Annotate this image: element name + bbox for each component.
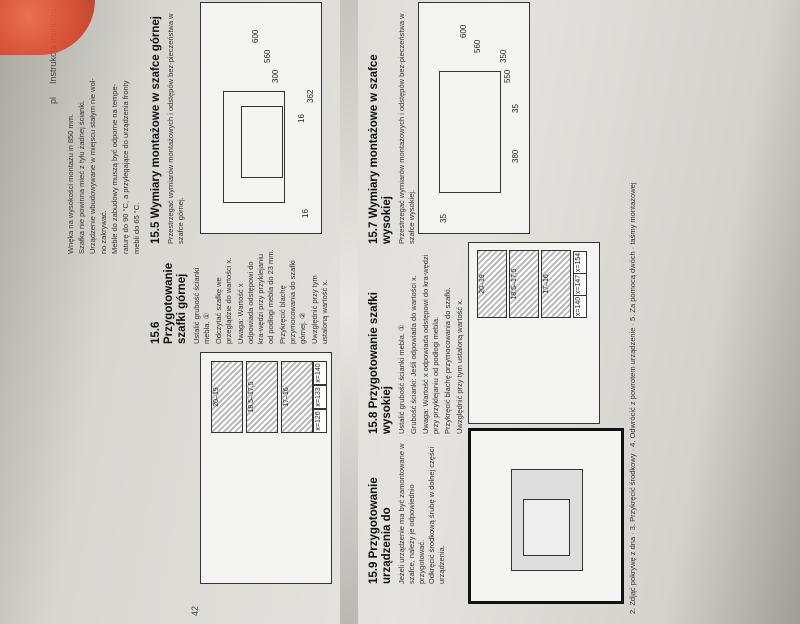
header-lang: pl — [48, 96, 58, 104]
cell-text: 18,5–17,5 — [248, 381, 255, 413]
prepare-upper-figure: 20–19 18,5–17,5 17–16 x=126 x=133 x=140 — [200, 352, 332, 584]
dim-label: 16 — [297, 114, 306, 123]
dim-label: 380 — [511, 149, 520, 163]
tall-cabinet-figure: 600 560 35 35 350 550 380 — [418, 2, 530, 234]
microwave-figure — [468, 428, 624, 604]
step-text: Przykręcić blachę przymocowania do szafk… — [278, 260, 307, 344]
dim-label: 350 — [499, 49, 508, 63]
section-15-6: 15.6 Przygotowanie szafki górnej Ustalić… — [150, 249, 332, 344]
section-15-7: 15.7 Wymiary montażowe w szafce wysokiej… — [368, 4, 417, 244]
section-title: 15.5 Wymiary montażowe w szafce górnej — [150, 16, 162, 244]
step-text: Uwzględnić przy tym ustaloną wartość x. — [455, 298, 464, 434]
bullet-text: Urządzenie wbudowywane w miejscu stałym … — [88, 78, 97, 254]
step-text: Odkręcić środkową śrubę w dolnej części … — [427, 446, 446, 584]
table-cell: x=140 — [313, 361, 327, 385]
table-cell: 18,5–17,5 — [509, 250, 539, 318]
section-title: 15.7 Wymiary montażowe w szafce wysokiej — [368, 54, 393, 244]
table-cell: x=147 — [573, 273, 587, 296]
table-cell: 17–16 — [281, 361, 313, 433]
bullet-text: raturę do 90 °C, a przylegające do urząd… — [121, 80, 130, 254]
section-15-9: 15.9 Przygotowanie urządzenia do Jeżeli … — [368, 439, 449, 585]
section-title: 15.8 Przygotowanie szafki wysokiej — [368, 292, 393, 434]
cell-text: 17–16 — [283, 387, 290, 407]
bullet-text: Meble do zabudowy muszą być odporne na t… — [110, 83, 119, 254]
cell-text: 20–19 — [479, 274, 486, 294]
dim-label: 600 — [251, 29, 260, 43]
step-text: Uwzględnić przy tym ustaloną wartość x. — [310, 275, 329, 344]
cell-text: x=147 — [575, 274, 582, 295]
booklet-spread: 42 pl Instrukcja montażu Wnęka na wysoko… — [40, 0, 800, 624]
step-text: Ustalić grubość ścianki mebla. ① — [397, 324, 406, 434]
dim-label: 560 — [473, 39, 482, 53]
dim-label: 600 — [459, 24, 468, 38]
section-title: 15.6 Przygotowanie szafki górnej — [150, 262, 188, 344]
section-title: 15.9 Przygotowanie urządzenia do — [368, 477, 393, 584]
table-cell: 17–16 — [541, 250, 571, 318]
step-text: Ustalić grubość ścianki mebla. ① — [192, 267, 211, 344]
dim-label: 362 — [306, 89, 315, 103]
dim-label: 300 — [271, 69, 280, 83]
microwave-door — [523, 499, 570, 556]
cell-text: x=133 — [315, 387, 322, 407]
cell-text: x=126 — [315, 411, 322, 431]
book-fold — [340, 0, 358, 624]
section-15-5: 15.5 Wymiary montażowe w szafce górnej P… — [150, 4, 186, 244]
step-text: Uwaga: Wartość x odpowiada odstępowi do … — [236, 249, 275, 344]
step-text: 4. Odwrócić z powrotem urządzenie — [628, 327, 637, 447]
step-text: 3. Przykręcić środkowy — [628, 453, 637, 531]
table-cell: x=133 — [313, 385, 327, 409]
cell-text: 17–16 — [543, 274, 550, 294]
dim-label: 16 — [301, 209, 310, 218]
left-page: 42 pl Instrukcja montażu Wnęka na wysoko… — [40, 0, 340, 624]
page-number: 42 — [190, 605, 200, 616]
dim-label: 35 — [439, 214, 448, 223]
bullet-text: Szafka nie powinna mieć z tyłu żadnej śc… — [77, 100, 86, 254]
cell-text: 20–19 — [213, 387, 220, 407]
dim-label: 35 — [511, 104, 520, 113]
section-15-8: 15.8 Przygotowanie szafki wysokiej Ustal… — [368, 244, 467, 434]
right-page: 15.7 Wymiary montażowe w szafce wysokiej… — [358, 0, 658, 624]
step-text: Uwaga: Wartość x odpowiada odstępowi do … — [421, 254, 440, 434]
bullet-text: no zakrywać. — [99, 210, 108, 254]
intro-bullets: Wnęka na wysokości montażu in 850 mm. Sz… — [66, 4, 143, 254]
section-text: Przestrzegać wymiarów montażowych i odst… — [166, 13, 185, 244]
section-text: Jeżeli urządzenie ma być zamontowane w s… — [397, 443, 426, 585]
step-text: 2. Zdjąć pokrywę z dna — [628, 536, 637, 614]
table-cell: x=154 — [573, 251, 587, 274]
rotated-spread: 42 pl Instrukcja montażu Wnęka na wysoko… — [40, 0, 660, 624]
right-edge-steps: 2. Zdjąć pokrywę z dna · 3. Przykręcić ś… — [628, 182, 637, 614]
step-text: 5. Za pomocą dwóch — [628, 251, 637, 321]
upper-cabinet-figure: 600 560 300 362 16 16 — [200, 2, 322, 234]
cell-text: x=154 — [575, 252, 582, 273]
table-cell: 20–19 — [477, 250, 507, 318]
prepare-tall-figure: 20–19 18,5–17,5 17–16 x=140 x=147 x=154 — [468, 242, 600, 424]
dim-label: 550 — [503, 69, 512, 83]
step-text: taśmy montażowej — [628, 182, 637, 245]
cell-text: 18,5–17,5 — [511, 268, 518, 300]
step-text: Odczytać szafkę we przeglądzie do wartoś… — [214, 257, 233, 344]
cabinet-inner — [241, 106, 283, 178]
cell-text: x=140 — [315, 363, 322, 383]
table-cell: x=140 — [573, 295, 587, 318]
step-text: Przykręcić blachę przymocowania do szafk… — [443, 287, 452, 434]
cell-text: x=140 — [575, 296, 582, 317]
table-cell: x=126 — [313, 409, 327, 433]
step-text: Grubość ścianki: Jeśli odpowiada do wart… — [409, 275, 418, 434]
cabinet-outline — [439, 71, 501, 193]
section-text: Przestrzegać wymiarów montażowych i odst… — [397, 13, 416, 244]
bullet-text: mebli do 65 °C. — [132, 202, 141, 254]
table-cell: 20–19 — [211, 361, 243, 433]
table-cell: 18,5–17,5 — [246, 361, 278, 433]
dim-label: 560 — [263, 49, 272, 63]
